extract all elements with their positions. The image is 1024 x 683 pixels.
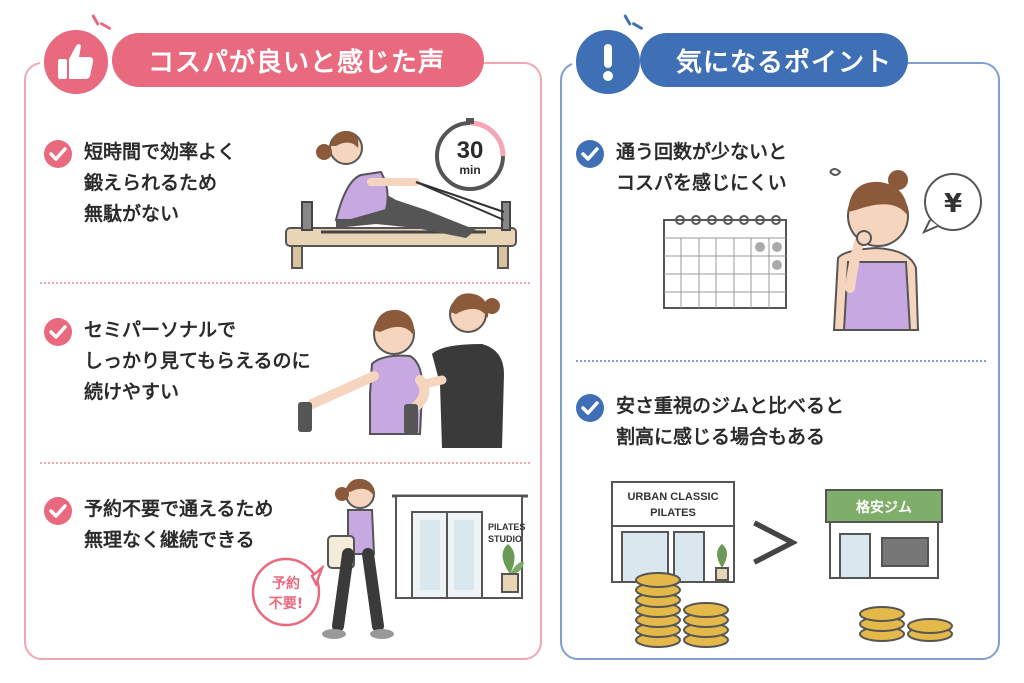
item-line: 通う回数が少ないと [616, 141, 788, 163]
no-reservation-bubble: 予約 不要! [251, 557, 324, 627]
item-line: 無理なく継続できる [84, 529, 255, 551]
item-line: 無駄がない [84, 203, 180, 225]
yen-bubble: ¥ [921, 173, 982, 234]
item-line: コスパを感じにくい [616, 172, 787, 194]
check-icon [44, 318, 72, 346]
left-item-3: 予約不要で通えるため 無理なく継続できる [84, 494, 273, 556]
spark-line [623, 14, 632, 26]
store-left-line-2: PILATES [650, 507, 696, 519]
check-icon [44, 497, 72, 525]
right-item-1: 通う回数が少ないと コスパを感じにくい [616, 137, 787, 199]
instructor-illustration [298, 293, 504, 448]
coin-stack-small [859, 606, 953, 642]
item-line: 割高に感じる場合もある [616, 426, 826, 448]
exclamation-icon [603, 44, 613, 81]
calendar-illustration [663, 215, 787, 309]
spark-line [631, 21, 644, 31]
left-item-2: セミパーソナルで しっかり見てもらえるのに 続けやすい [84, 315, 310, 408]
item-line: 短時間で効率よく [84, 141, 237, 163]
divider [40, 462, 530, 464]
item-line: 鍛えられるため [84, 172, 218, 194]
spark-line [99, 21, 112, 31]
bubble-line-2: 不要! [269, 596, 303, 612]
spark-line [91, 14, 100, 26]
reformer-illustration [285, 131, 517, 269]
studio-sign-line-1: PILATES [488, 522, 525, 532]
check-icon [576, 140, 604, 168]
item-line: 続けやすい [84, 381, 180, 403]
exclamation-badge [572, 26, 644, 98]
budget-gym-illustration: 格安ジム [825, 489, 943, 579]
walking-woman-illustration [322, 479, 394, 639]
check-icon [44, 140, 72, 168]
studio-sign-line-2: STUDIO [488, 534, 522, 544]
right-title: 気になるポイント [640, 33, 908, 87]
item-line: 予約不要で通えるため [84, 498, 274, 520]
comparison-symbol: ＞ [748, 513, 802, 576]
left-title: コスパが良いと感じた声 [112, 33, 484, 87]
yen-icon: ¥ [944, 189, 962, 219]
bubble-line-1: 予約 [272, 575, 300, 592]
item-line: セミパーソナルで [84, 319, 237, 341]
check-icon [576, 394, 604, 422]
right-item-2: 安さ重視のジムと比べると 割高に感じる場合もある [616, 391, 844, 453]
item-line: しっかり見てもらえるのに [84, 350, 311, 372]
divider [576, 360, 986, 362]
thinking-woman-illustration [829, 168, 920, 331]
item-line: 安さ重視のジムと比べると [616, 395, 845, 417]
coin-stack-large [635, 572, 729, 648]
thumbs-up-badge [40, 26, 112, 98]
divider [40, 282, 530, 284]
thumbs-up-icon [58, 44, 94, 79]
timer-unit: min [459, 163, 480, 177]
left-item-1: 短時間で効率よく 鍛えられるため 無駄がない [84, 137, 236, 230]
pilates-studio-illustration: PILATES STUDIO [392, 494, 528, 599]
timer-value: 30 [457, 137, 484, 164]
budget-gym-name: 格安ジム [856, 499, 912, 516]
timer-illustration: 30 min [434, 118, 506, 192]
store-left-line-1: URBAN CLASSIC [627, 491, 718, 503]
